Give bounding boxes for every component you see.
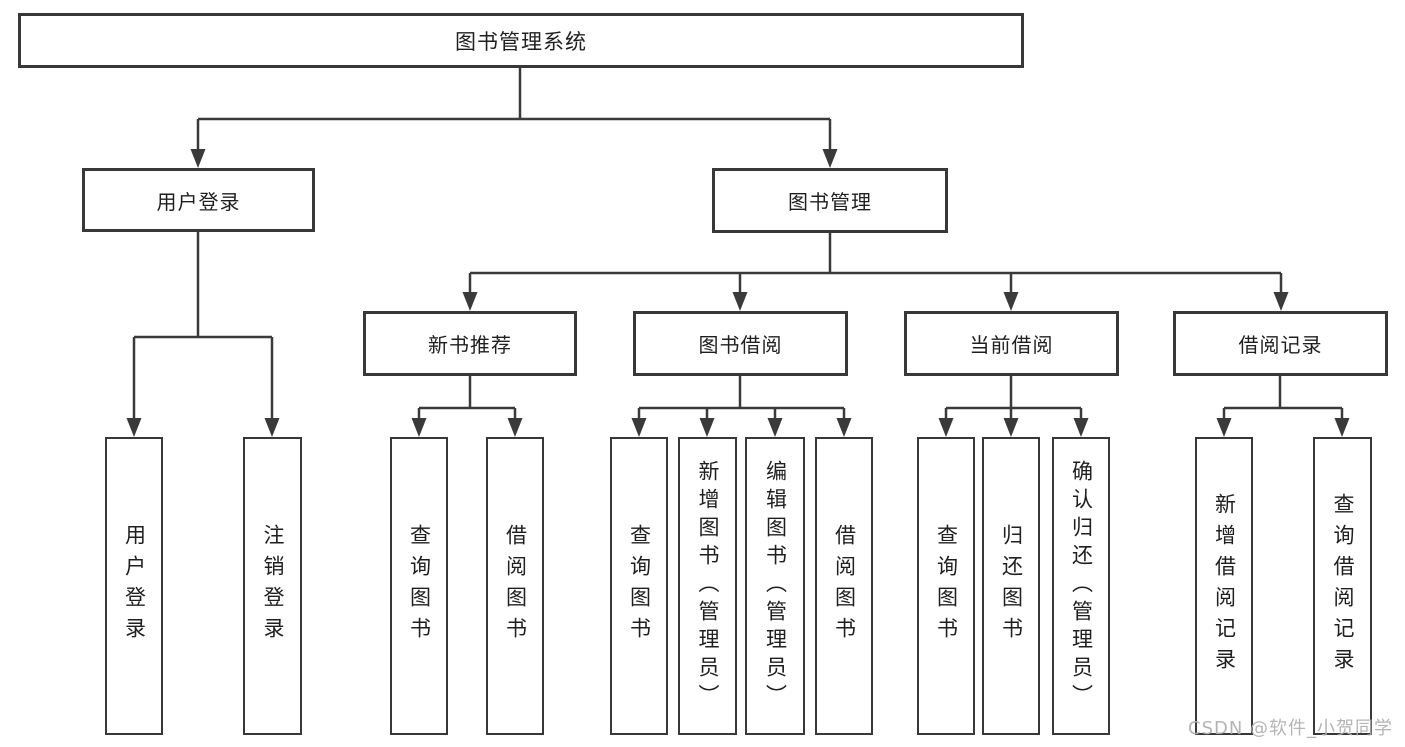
node-borrow-records: 借阅记录 <box>1173 311 1388 376</box>
leaf-logout: 注销登录 <box>243 437 302 735</box>
leaf-add-books-admin: 新增图书（管理员） <box>678 437 737 735</box>
leaf-add-borrow-record: 新增借阅记录 <box>1195 437 1253 735</box>
node-new-book-recommend: 新书推荐 <box>363 311 577 376</box>
leaf-borrow-books-recommend: 借阅图书 <box>486 437 544 735</box>
leaf-query-books-current: 查询图书 <box>917 437 975 735</box>
leaf-borrow-books: 借阅图书 <box>815 437 873 735</box>
node-book-borrow: 图书借阅 <box>633 311 848 376</box>
csdn-watermark: CSDN @软件_小贺同学 <box>1188 718 1394 739</box>
leaf-edit-books-admin: 编辑图书（管理员） <box>745 437 805 735</box>
node-book-management: 图书管理 <box>712 168 948 233</box>
leaf-query-books-recommend: 查询图书 <box>390 437 448 735</box>
leaf-query-borrow-record: 查询借阅记录 <box>1313 437 1372 735</box>
leaf-return-books: 归还图书 <box>982 437 1040 735</box>
node-root-library-system: 图书管理系统 <box>18 13 1024 68</box>
leaf-query-books-borrow: 查询图书 <box>610 437 668 735</box>
node-user-login: 用户登录 <box>82 168 315 232</box>
leaf-user-login: 用户登录 <box>105 437 163 735</box>
leaf-confirm-return-admin: 确认归还（管理员） <box>1052 437 1110 735</box>
node-current-borrow: 当前借阅 <box>904 311 1119 376</box>
